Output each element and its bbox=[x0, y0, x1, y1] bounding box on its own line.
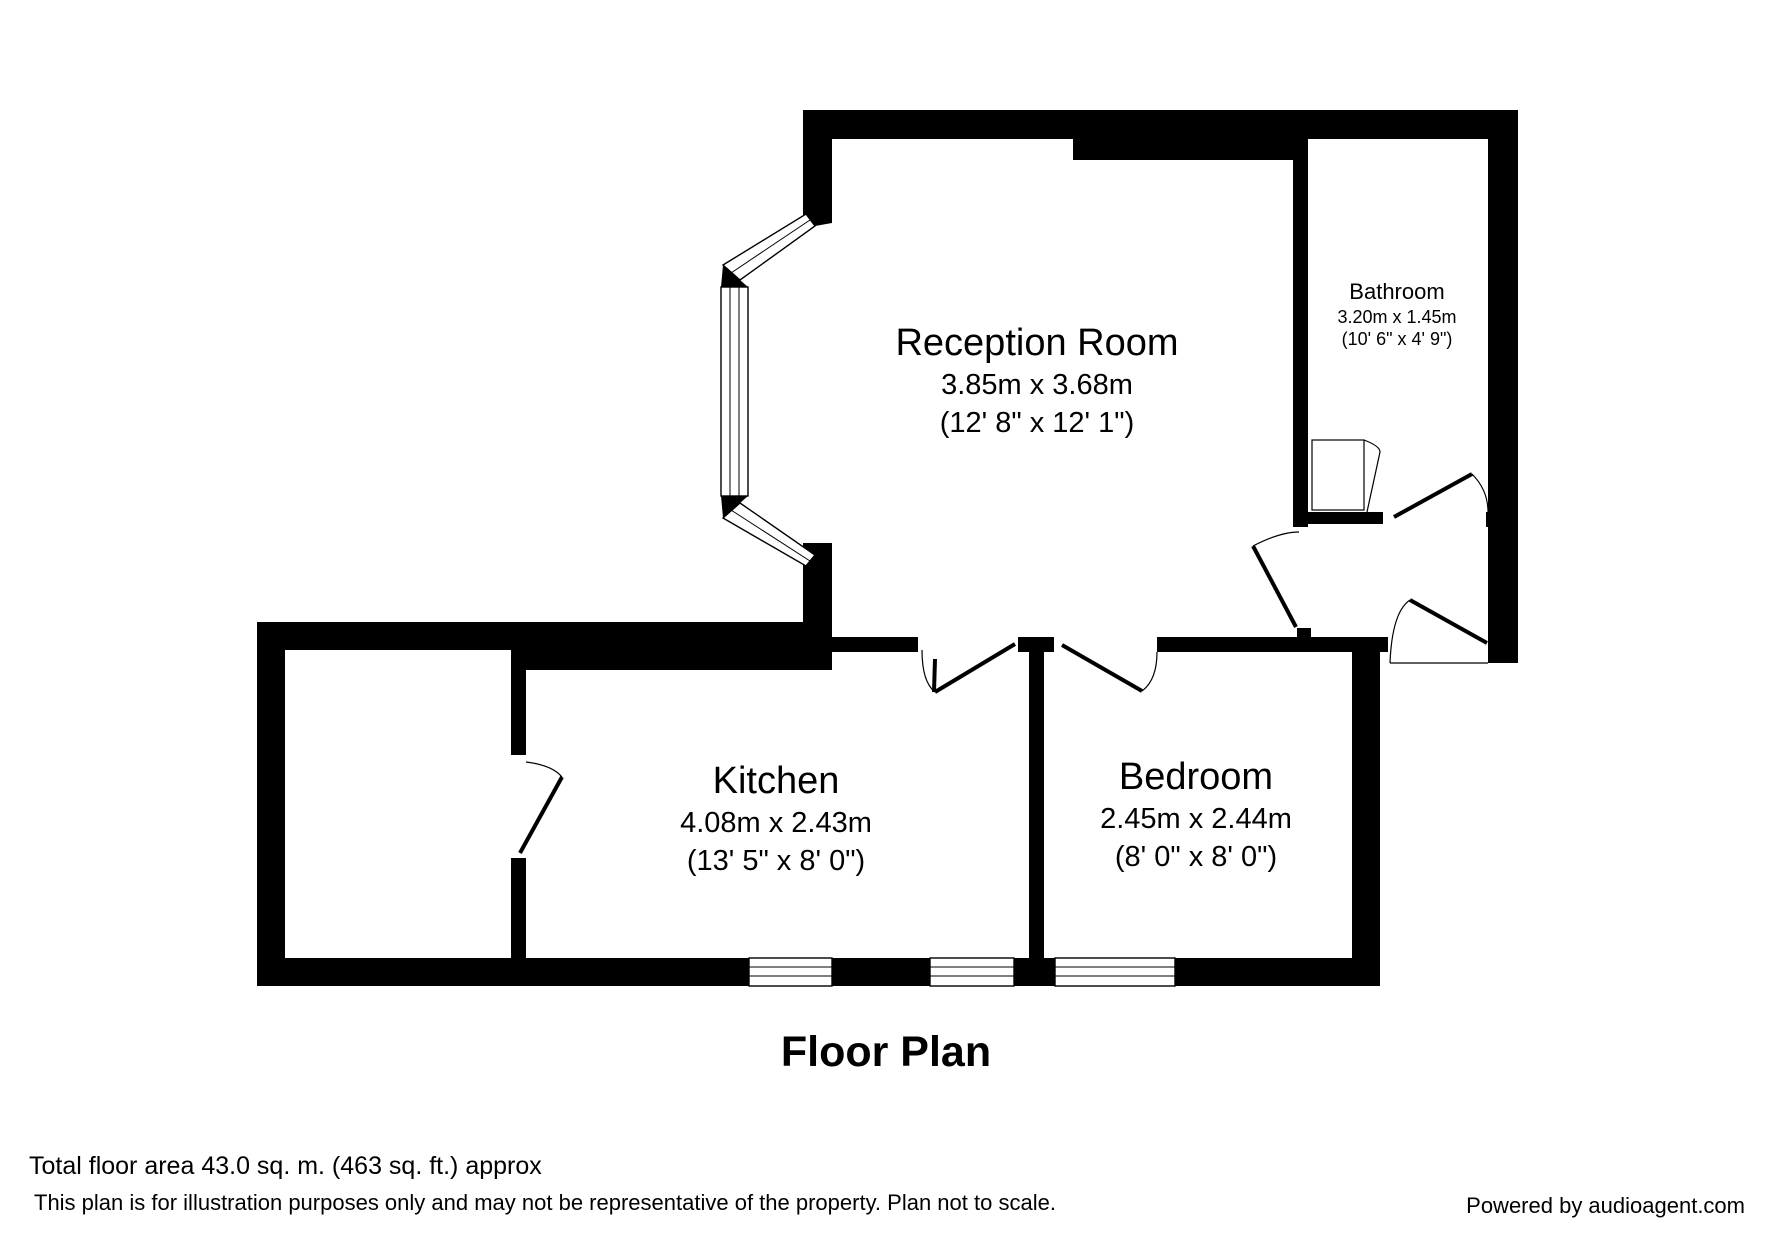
bathroom-door bbox=[1393, 472, 1473, 519]
bay-window-middle bbox=[720, 286, 749, 497]
wall-top bbox=[803, 110, 1518, 139]
wall-reception-left-upper bbox=[803, 110, 832, 223]
room-metric-kitchen: 4.08m x 2.43m bbox=[680, 807, 872, 839]
room-imperial-kitchen: (13' 5" x 8' 0") bbox=[687, 845, 865, 877]
wall-bathroom-left bbox=[1293, 139, 1308, 527]
wall-kitchen-top-thick bbox=[511, 650, 832, 670]
room-label-bathroom: Bathroom 3.20m x 1.45m (10' 6" x 4' 9") bbox=[1337, 279, 1456, 349]
wall-hall-post bbox=[1297, 628, 1311, 640]
room-imperial-bedroom: (8' 0" x 8' 0") bbox=[1115, 841, 1277, 873]
wall-bathroom-door-jamb bbox=[1486, 512, 1490, 527]
bedroom-window bbox=[1054, 957, 1176, 987]
wall-kitchen-bedroom-divider bbox=[1029, 637, 1044, 958]
wall-bedroom-top bbox=[1157, 637, 1388, 652]
room-name-bedroom: Bedroom bbox=[1119, 756, 1273, 798]
room-name-bathroom: Bathroom bbox=[1349, 279, 1444, 304]
room-metric-bedroom: 2.45m x 2.44m bbox=[1100, 803, 1292, 835]
wall-store-divider-upper bbox=[511, 650, 526, 755]
kitchen-window-1 bbox=[748, 957, 833, 987]
wall-store-divider-lower bbox=[511, 858, 526, 958]
wall-lower-left bbox=[257, 622, 285, 986]
wall-lower-top-left bbox=[257, 622, 832, 650]
wall-kitchen-top-right bbox=[832, 637, 918, 652]
room-label-bedroom: Bedroom 2.45m x 2.44m (8' 0" x 8' 0") bbox=[1100, 756, 1292, 873]
wall-reception-top-stub bbox=[1073, 139, 1293, 160]
wall-far-right bbox=[1488, 110, 1518, 663]
bay-window bbox=[720, 205, 832, 575]
doors bbox=[518, 439, 1489, 854]
kitchen-window-2 bbox=[929, 957, 1015, 987]
bedroom-door bbox=[1061, 643, 1143, 693]
store-door bbox=[518, 776, 564, 854]
bathroom-fixture bbox=[1311, 439, 1365, 511]
powered-by-text: Powered by audioagent.com bbox=[1466, 1193, 1745, 1218]
kitchen-door bbox=[932, 658, 937, 693]
room-label-reception: Reception Room 3.85m x 3.68m (12' 8" x 1… bbox=[895, 322, 1178, 439]
room-name-kitchen: Kitchen bbox=[713, 760, 840, 802]
entrance-door bbox=[1409, 598, 1488, 645]
room-imperial-bathroom: (10' 6" x 4' 9") bbox=[1342, 329, 1453, 349]
disclaimer-text: This plan is for illustration purposes o… bbox=[34, 1190, 1056, 1215]
room-metric-bathroom: 3.20m x 1.45m bbox=[1337, 307, 1456, 327]
plan-title: Floor Plan bbox=[781, 1028, 991, 1076]
bottom-windows bbox=[748, 957, 1176, 987]
room-metric-reception: 3.85m x 3.68m bbox=[941, 369, 1133, 401]
room-name-reception: Reception Room bbox=[895, 322, 1178, 364]
room-label-kitchen: Kitchen 4.08m x 2.43m (13' 5" x 8' 0") bbox=[680, 760, 872, 877]
reception-hall-door bbox=[1251, 545, 1298, 628]
wall-bathroom-bottom-left bbox=[1308, 512, 1383, 524]
room-imperial-reception: (12' 8" x 12' 1") bbox=[940, 407, 1134, 439]
wall-bedroom-right bbox=[1352, 637, 1380, 986]
walls bbox=[257, 110, 1518, 986]
total-floor-area: Total floor area 43.0 sq. m. (463 sq. ft… bbox=[29, 1152, 542, 1180]
